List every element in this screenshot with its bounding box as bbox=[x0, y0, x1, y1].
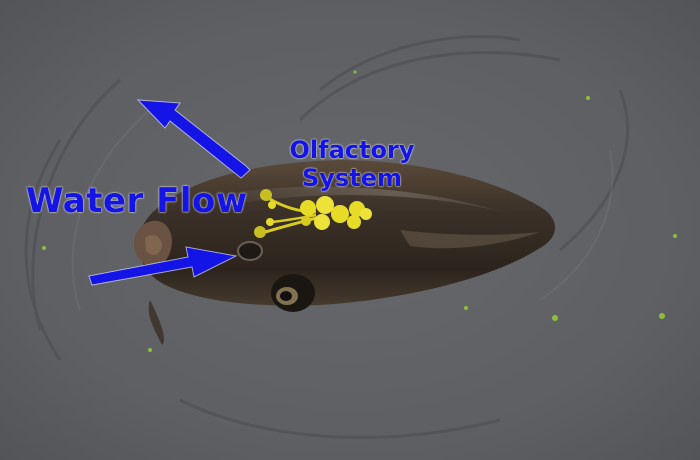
olfactory-label-line2: System bbox=[302, 164, 402, 192]
olfactory-system-graphic bbox=[254, 189, 372, 238]
fish-nostril bbox=[237, 241, 263, 261]
fish-pectoral-fin bbox=[148, 300, 165, 345]
water-flow-label: Water Flow bbox=[26, 181, 248, 221]
olfactory-system-label: Olfactory System bbox=[272, 138, 432, 190]
arrow-up-left-icon bbox=[136, 99, 251, 179]
water-specks bbox=[42, 70, 677, 352]
arrow-right-icon bbox=[88, 246, 238, 286]
water-ripples bbox=[24, 35, 629, 439]
olfactory-label-line1: Olfactory bbox=[289, 136, 415, 164]
